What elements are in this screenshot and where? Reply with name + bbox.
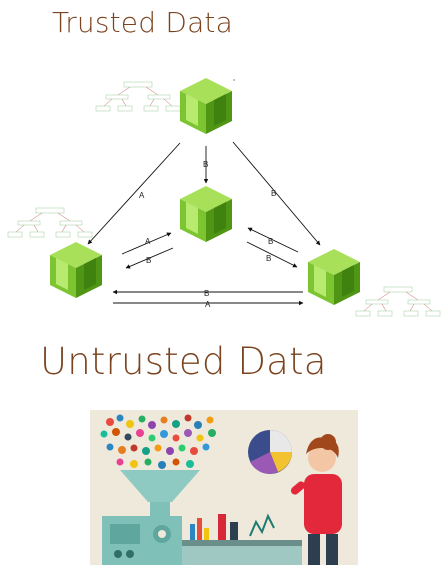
edge-label: B xyxy=(268,237,273,246)
merkle-tree-icon-top xyxy=(95,81,181,112)
edge-top-left: A xyxy=(87,142,181,245)
edge-right-center: B xyxy=(247,227,299,253)
conveyor xyxy=(182,540,302,546)
edge-label: B xyxy=(204,289,209,298)
edge-label: B xyxy=(146,256,151,265)
trusted-data-title: Trusted Data xyxy=(52,6,233,39)
neo-cube-icon xyxy=(180,186,232,242)
funnel xyxy=(120,470,200,502)
edge-center-right: B xyxy=(246,241,298,268)
edge-top-center: B xyxy=(203,146,208,184)
untrusted-data-title: Untrusted Data xyxy=(40,340,327,383)
edge-right-left: B xyxy=(112,289,303,298)
data-icons-cloud xyxy=(100,414,216,469)
pie-chart-icon xyxy=(248,430,292,474)
edge-top-right: B xyxy=(232,141,321,246)
neo-cube-icon xyxy=(180,78,232,134)
merkle-tree-icon-left xyxy=(7,207,93,238)
edge-label: B xyxy=(203,160,208,169)
edge-label: A xyxy=(145,237,151,246)
neo-cube-icon xyxy=(50,242,102,298)
edge-left-right: A xyxy=(113,300,304,309)
merkle-tree-icon-right xyxy=(355,286,441,317)
edge-label: A xyxy=(205,300,211,309)
data-funnel-analyst-illustration xyxy=(90,410,358,565)
edge-left-center: A xyxy=(121,232,172,255)
consensus-diagram: A B B A B B B B A xyxy=(7,78,441,317)
neo-cube-icon xyxy=(308,249,360,305)
analyst-figure xyxy=(290,434,342,565)
edge-center-left: B xyxy=(125,247,174,269)
edge-label: B xyxy=(271,189,276,198)
edge-label: A xyxy=(139,191,145,200)
edge-label: B xyxy=(266,254,271,263)
